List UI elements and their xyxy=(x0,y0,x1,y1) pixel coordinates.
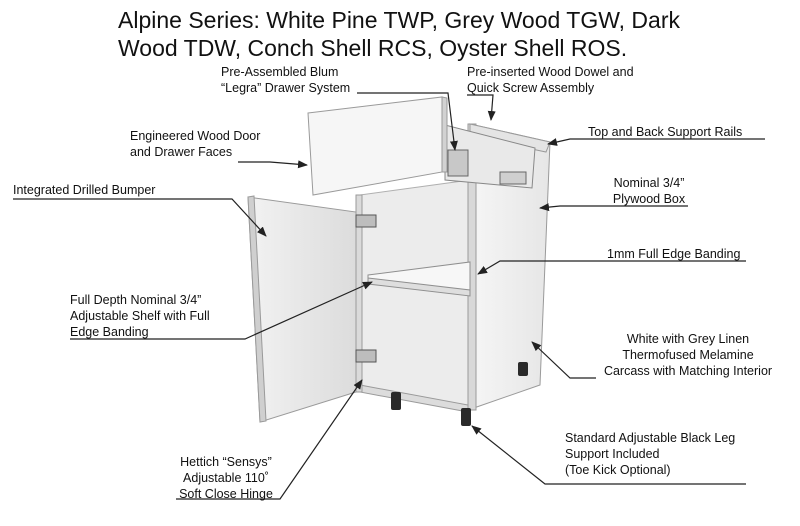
callout-support-rails: Top and Back Support Rails xyxy=(588,125,743,139)
door-edge xyxy=(247,195,267,423)
arrow-plywood xyxy=(539,203,688,212)
drawer-runner-rear xyxy=(499,171,527,185)
drawer-runner xyxy=(447,149,469,177)
callout-bumper: Integrated Drilled Bumper xyxy=(13,183,156,197)
callout-dowel: Pre-inserted Wood Dowel and Quick Screw … xyxy=(467,65,634,95)
callout-drawer-system: Pre-Assembled Blum “Legra” Drawer System xyxy=(221,65,351,95)
leg-front-left xyxy=(391,392,401,410)
arrow-leg xyxy=(471,425,746,485)
drawer-front-edge xyxy=(441,96,448,173)
drawer-front xyxy=(307,96,443,196)
carcass-front-edge xyxy=(467,123,477,411)
arrow-dowel xyxy=(467,94,496,121)
arrow-hinge xyxy=(176,379,363,500)
arrow-shelf xyxy=(70,281,373,340)
lower-hinge xyxy=(355,349,377,363)
callout-carcass: White with Grey Linen Thermofused Melami… xyxy=(603,332,773,378)
callout-hinge: Hettich “Sensys” Adjustable 110˚ Soft Cl… xyxy=(179,455,273,501)
title-line-1: Alpine Series: White Pine TWP, Grey Wood… xyxy=(118,7,680,33)
arrow-bumper xyxy=(13,198,267,237)
arrow-door-faces xyxy=(238,160,308,169)
callout-door-faces: Engineered Wood Door and Drawer Faces xyxy=(130,129,261,159)
callout-edge-banding: 1mm Full Edge Banding xyxy=(607,247,741,261)
upper-hinge xyxy=(355,214,377,228)
callout-shelf: Full Depth Nominal 3/4” Adjustable Shelf… xyxy=(70,293,210,339)
leg-rear-right xyxy=(518,362,528,376)
diagram-title: Alpine Series: White Pine TWP, Grey Wood… xyxy=(118,6,778,62)
callout-plywood: Nominal 3/4” Plywood Box xyxy=(612,176,686,206)
callout-leg: Standard Adjustable Black Leg Support In… xyxy=(565,431,736,477)
arrow-support-rails xyxy=(547,138,765,146)
arrow-drawer-system xyxy=(357,92,458,151)
leg-front-right xyxy=(461,408,471,426)
title-line-2: Wood TDW, Conch Shell RCS, Oyster Shell … xyxy=(118,35,628,61)
arrow-carcass xyxy=(531,341,596,379)
arrow-edge-banding xyxy=(477,260,746,275)
